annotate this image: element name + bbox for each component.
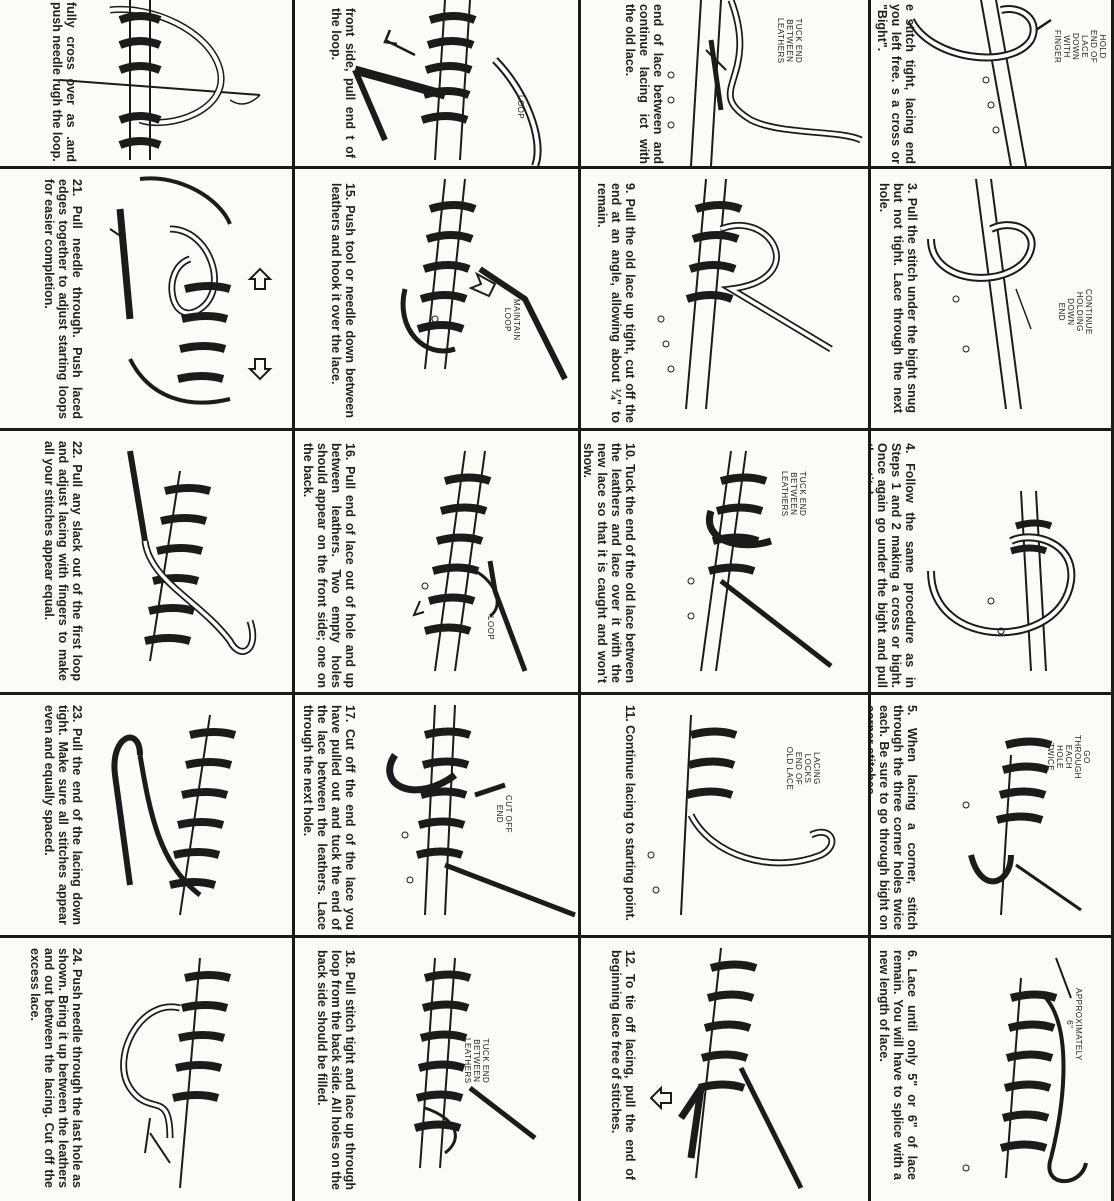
step-caption: 24. Push needle through the last hole as… <box>28 948 84 1188</box>
panel-step-8: end of lace between and continue lacing … <box>581 0 868 166</box>
panel-step-6: 6. Lace until only 5" or 6" of lace rema… <box>871 938 1111 1201</box>
panel-step-21: 21. Pull needle through. Push laced edge… <box>0 169 292 428</box>
panel-step-24: 24. Push needle through the last hole as… <box>0 938 292 1201</box>
panel-step-12: 12. To tie off lacing, pull the end of b… <box>581 938 868 1201</box>
panel-step-9: 9. Pull the old lace up tight, cut off t… <box>581 169 868 428</box>
step-caption: 18. Pull stitch tight and lace up throug… <box>315 950 357 1190</box>
step-caption: 11. Continue lacing to starting point. <box>623 705 637 925</box>
step-caption: end of lace between and continue lacing … <box>623 4 665 164</box>
step-caption: 21. Pull needle through. Push laced edge… <box>42 179 84 419</box>
step-caption: 5. When lacing a corner, stitch through … <box>871 705 919 930</box>
panel-step-15: 15. Push tool or needle down between lea… <box>295 169 578 428</box>
panel-step-4: 4. Follow the same procedure as in Steps… <box>871 431 1111 692</box>
step-caption: 4. Follow the same procedure as in Steps… <box>871 443 917 688</box>
step-caption: 23. Pull the end of the lacing down tigh… <box>42 705 84 925</box>
panel-step-22: 22. Pull any slack out of the first loop… <box>0 431 292 692</box>
panel-step-10: 10. Tuck the end of the old lace between… <box>581 431 868 692</box>
illustration-label: CONTINUE HOLDING DOWN END <box>1057 289 1093 335</box>
caption-line: end of lace between <box>651 4 665 134</box>
illustration-label: CUT OFF END <box>495 795 513 833</box>
caption-line: front side, pull end <box>343 8 357 129</box>
step-caption: front side, pull end t of the loop. <box>329 8 357 158</box>
illustration-label: LACING LOCKS END OF OLD LACE <box>785 745 821 792</box>
step-caption: 9. Pull the old lace up tight, cut off t… <box>595 183 637 423</box>
caption-line: rugh the loop. <box>50 78 64 161</box>
illustration-label: HOLD END OF LACE DOWN WITH FINGER <box>1053 30 1107 63</box>
step-caption: 15. Push tool or needle down between lea… <box>329 183 357 418</box>
illustration-label: LOOP <box>486 616 495 640</box>
step-caption: 16. Pull end of lace out of hole and up … <box>301 443 357 688</box>
panel-step-18: 18. Pull stitch tight and lace up throug… <box>295 938 578 1201</box>
step-caption: 6. Lace until only 5" or 6" of lace rema… <box>877 950 919 1180</box>
step-caption: fully cross over as .and push needle rug… <box>50 2 78 162</box>
caption-line: e stitch tight, lacing <box>903 4 917 134</box>
illustration-label: APPROXIMATELY 6" <box>1065 988 1083 1061</box>
step-caption: 10. Tuck the end of the old lace between… <box>581 443 637 683</box>
illustration-label: TUCK END BETWEEN LEATHERS <box>780 471 807 517</box>
panel-step-3: 3. Pull the stitch under the bight snug … <box>871 169 1111 428</box>
illustration-label: GO THROUGH EACH HOLE TWICE <box>1046 735 1091 779</box>
panel-step-14: front side, pull end t of the loop. LOOP <box>295 0 578 166</box>
panel-step-11: 11. Continue lacing to starting point. L… <box>581 695 868 935</box>
step-caption: 22. Pull any slack out of the first loop… <box>42 441 84 681</box>
caption-line: fully cross over as <box>64 2 78 128</box>
panel-step-5: 5. When lacing a corner, stitch through … <box>871 695 1111 935</box>
step-caption: 17. Cut off the end of the lace you have… <box>301 705 357 930</box>
step-caption: e stitch tight, lacing end you left free… <box>875 4 917 164</box>
lacing-illustration <box>0 0 292 166</box>
illustration-label: TUCK END BETWEEN LEATHERS <box>776 18 803 64</box>
illustration-label: LOOP <box>516 95 525 119</box>
panel-step-20: fully cross over as .and push needle rug… <box>0 0 292 166</box>
step-caption: 3. Pull the stitch under the bight snug … <box>877 183 919 413</box>
panel-step-17: 17. Cut off the end of the lace you have… <box>295 695 578 935</box>
panel-step-23: 23. Pull the end of the lacing down tigh… <box>0 695 292 935</box>
step-caption: 12. To tie off lacing, pull the end of b… <box>609 950 637 1180</box>
panel-step-16: 16. Pull end of lace out of hole and up … <box>295 431 578 692</box>
illustration-label: MAINTAIN LOOP <box>503 299 521 341</box>
panel-step-2: e stitch tight, lacing end you left free… <box>871 0 1111 166</box>
illustration-label: TUCK END BETWEEN LEATHERS <box>463 1038 490 1084</box>
